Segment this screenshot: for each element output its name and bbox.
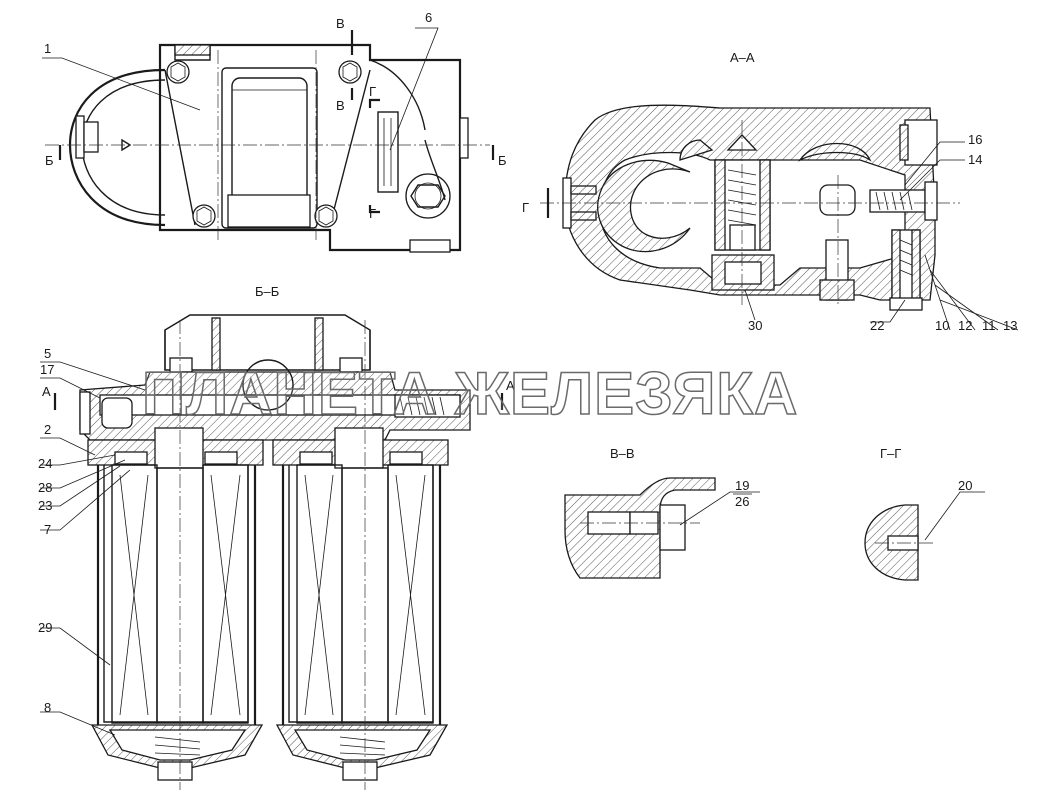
callout-5: 5 xyxy=(44,346,51,361)
callout-7: 7 xyxy=(44,522,51,537)
cut-mark-b-left: Б xyxy=(45,153,54,168)
section-vv xyxy=(564,477,716,579)
cut-mark-a-right: А xyxy=(506,378,515,393)
callout-8: 8 xyxy=(44,700,51,715)
callout-24: 24 xyxy=(38,456,52,471)
callout-23: 23 xyxy=(38,498,52,513)
callout-28: 28 xyxy=(38,480,52,495)
callout-12: 12 xyxy=(958,318,972,333)
callout-16: 16 xyxy=(968,132,982,147)
callout-19: 19 xyxy=(735,478,749,493)
callout-22: 22 xyxy=(870,318,884,333)
callout-20: 20 xyxy=(958,478,972,493)
callout-26: 26 xyxy=(735,494,749,509)
section-bb xyxy=(53,314,504,790)
section-aa xyxy=(540,104,960,311)
callout-14: 14 xyxy=(968,152,982,167)
callout-1: 1 xyxy=(44,41,51,56)
cut-mark-v-bottom: В xyxy=(336,98,345,113)
leader-lines xyxy=(40,27,1019,736)
cut-mark-v-top: В xyxy=(336,16,345,31)
callout-30: 30 xyxy=(748,318,762,333)
callout-10: 10 xyxy=(935,318,949,333)
callout-labels: 1 6 5 17 2 24 28 23 7 29 8 16 14 22 10 1… xyxy=(38,10,1017,715)
callout-11: 11 xyxy=(982,318,996,333)
callout-17: 17 xyxy=(40,362,54,377)
callout-29: 29 xyxy=(38,620,52,635)
cut-mark-g-aa: Г xyxy=(522,200,529,215)
cut-mark-g-bottom: Г xyxy=(369,206,376,221)
top-view xyxy=(45,30,495,253)
callout-13: 13 xyxy=(1003,318,1017,333)
watermark-text: ПЛАНЕТА ЖЕЛЕЗЯКА xyxy=(142,360,798,427)
cut-mark-a-left: А xyxy=(42,384,51,399)
callout-2: 2 xyxy=(44,422,51,437)
section-title-aa: А–А xyxy=(730,50,755,65)
callout-6: 6 xyxy=(425,10,432,25)
section-title-bb: Б–Б xyxy=(255,284,279,299)
section-title-vv: В–В xyxy=(610,446,635,461)
cut-mark-g-top: Г xyxy=(369,84,376,99)
cut-mark-b-right: Б xyxy=(498,153,507,168)
section-gg xyxy=(864,504,935,581)
section-title-gg: Г–Г xyxy=(880,446,901,461)
